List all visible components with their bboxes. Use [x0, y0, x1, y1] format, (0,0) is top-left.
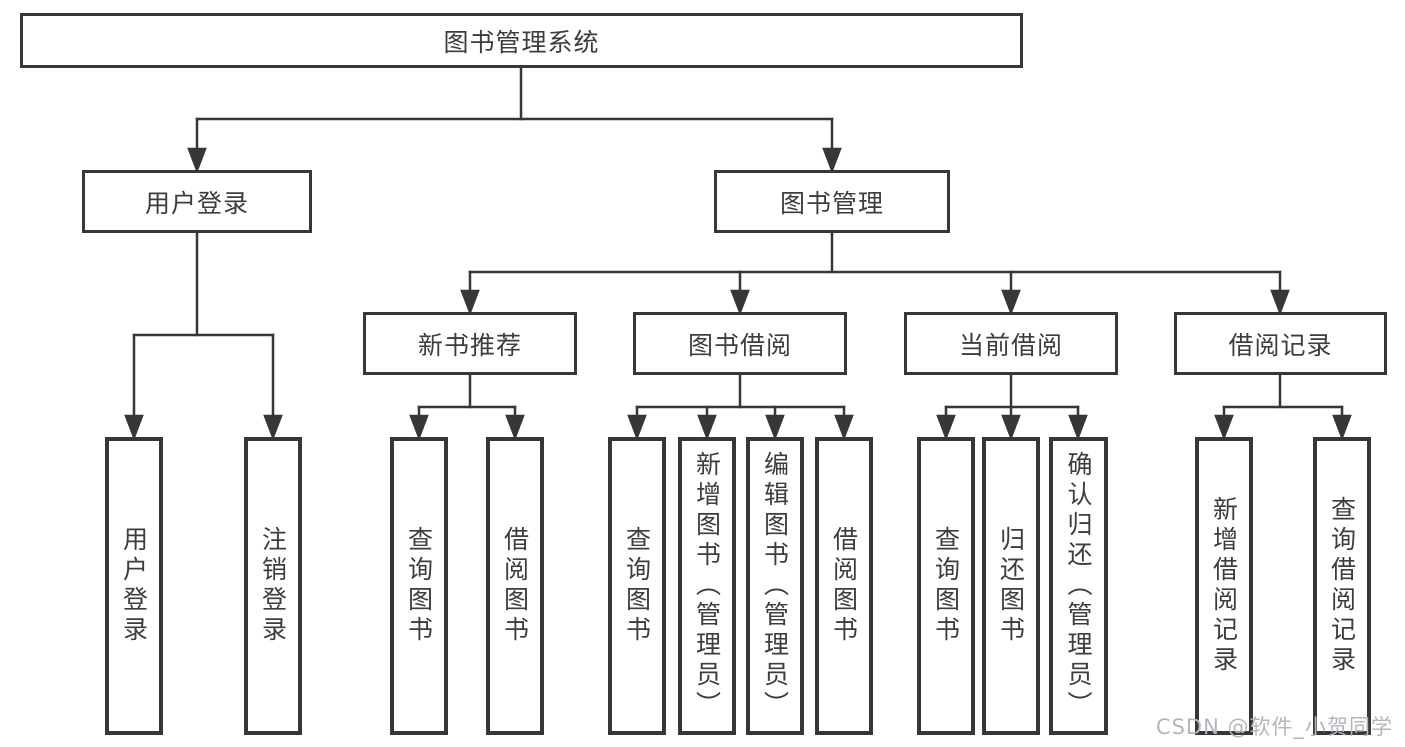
node-label: 借阅图书	[500, 526, 530, 646]
node-label: 用户登录	[119, 526, 149, 646]
node-new-book-recommend: 新书推荐	[363, 312, 577, 375]
node-label: 编辑图书（管理员）	[760, 451, 790, 721]
connector-user-login-children	[124, 231, 283, 441]
leaf-query-borrow-record: 查询借阅记录	[1313, 437, 1371, 735]
node-label: 查询图书	[931, 526, 961, 646]
connector-root-to-level2	[187, 66, 842, 174]
leaf-borrow-query-books: 查询图书	[608, 437, 666, 735]
node-label: 归还图书	[996, 526, 1026, 646]
connector-book-mgmt-children	[460, 231, 1290, 316]
node-label: 查询图书	[622, 526, 652, 646]
leaf-return-books: 归还图书	[982, 437, 1040, 735]
node-label: 查询借阅记录	[1327, 496, 1357, 676]
watermark: CSDN @软件_小贺同学	[1155, 715, 1393, 739]
node-label: 用户登录	[144, 188, 249, 218]
node-label: 查询图书	[404, 526, 434, 646]
node-current-borrowing: 当前借阅	[904, 312, 1118, 375]
leaf-rec-borrow-books: 借阅图书	[486, 437, 544, 735]
leaf-current-query-books: 查询图书	[917, 437, 975, 735]
node-label: 新书推荐	[417, 330, 522, 360]
node-label: 借阅记录	[1228, 330, 1333, 360]
leaf-add-books-admin: 新增图书（管理员）	[678, 437, 736, 735]
node-label: 图书借阅	[687, 330, 792, 360]
leaf-rec-query-books: 查询图书	[390, 437, 448, 735]
leaf-confirm-return-admin: 确认归还（管理员）	[1049, 437, 1108, 735]
node-label: 新增图书（管理员）	[692, 451, 722, 721]
node-label: 新增借阅记录	[1209, 496, 1239, 676]
connector-current-borrow-children	[936, 373, 1088, 441]
node-label: 图书管理	[779, 188, 884, 218]
node-label: 注销登录	[258, 526, 288, 646]
node-label: 借阅图书	[829, 526, 859, 646]
leaf-edit-books-admin: 编辑图书（管理员）	[746, 437, 804, 735]
node-label: 确认归还（管理员）	[1064, 451, 1093, 721]
leaf-user-login: 用户登录	[105, 437, 163, 735]
leaf-logout: 注销登录	[244, 437, 302, 735]
leaf-borrow-books: 借阅图书	[815, 437, 873, 735]
connector-book-borrow-children	[627, 373, 854, 441]
node-book-management: 图书管理	[714, 170, 950, 233]
leaf-add-borrow-record: 新增借阅记录	[1195, 437, 1253, 735]
node-root-library-system: 图书管理系统	[20, 13, 1023, 68]
node-book-borrowing: 图书借阅	[633, 312, 847, 375]
node-label: 当前借阅	[958, 330, 1063, 360]
connector-borrow-record-children	[1214, 373, 1352, 441]
node-borrowing-records: 借阅记录	[1174, 312, 1387, 375]
node-user-login: 用户登录	[82, 170, 312, 233]
connector-new-book-rec-children	[409, 373, 525, 441]
node-label: 图书管理系统	[443, 27, 600, 57]
